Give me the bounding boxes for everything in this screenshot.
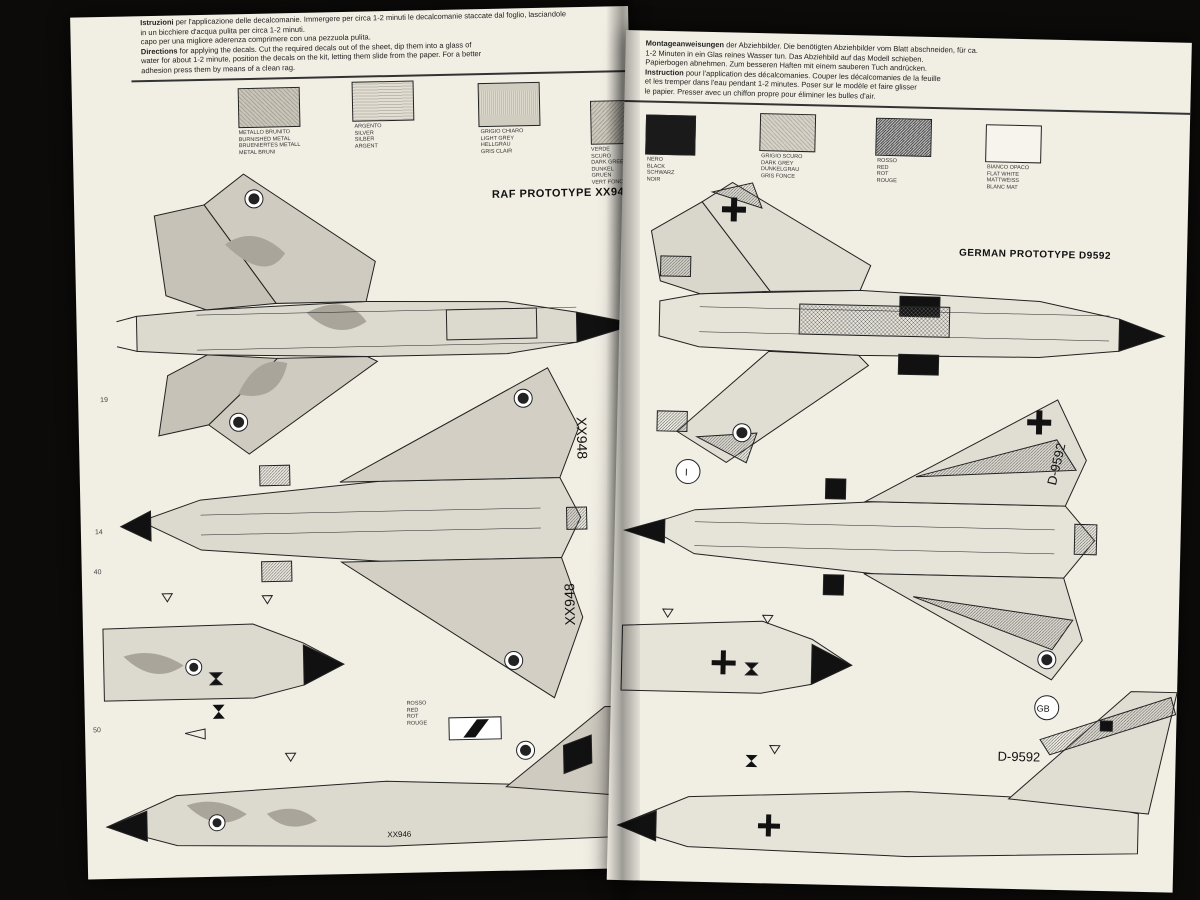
iron-cross-bottom (1027, 410, 1052, 435)
german-aircraft-drawings: I D-9592 (616, 181, 1178, 858)
pointer-triangle (284, 752, 297, 763)
right-page: Montageanweisungen der Abziehbilder. Die… (606, 30, 1192, 893)
serial-side: D-9592 (997, 749, 1040, 765)
pointer-triangle (768, 744, 781, 755)
arrow-decal (185, 728, 206, 740)
pointer-triangle (761, 614, 774, 625)
iron-cross-top (721, 197, 747, 222)
red-label-line: ROSSO (406, 700, 427, 707)
callout-circle-1 (675, 459, 701, 485)
raf-top-view (116, 173, 637, 455)
serial-top-wing: XX948 (574, 417, 591, 460)
left-page: Istruzioni per l'applicazione delle deca… (70, 6, 647, 880)
serial-bottom-wing: XX948 (561, 583, 578, 626)
german-side-view (616, 691, 1178, 858)
red-label-line: ROUGE (406, 719, 428, 727)
pointer-triangle (161, 593, 174, 603)
hourglass-mark (745, 754, 758, 762)
pointer-triangle (261, 595, 274, 605)
german-top-view (650, 181, 1166, 464)
hourglass-mark (745, 761, 758, 768)
callout-2: GB (1037, 703, 1050, 713)
raf-bottom-view (119, 367, 588, 699)
serial-side: XX946 (387, 830, 412, 840)
german-bottom-view (622, 399, 1098, 681)
german-front-fuselage-detail (620, 620, 853, 694)
hourglass-mark (212, 704, 225, 712)
red-decal-labels: ROSSO RED ROT ROUGE (407, 700, 428, 726)
raf-front-fuselage-detail (102, 623, 345, 702)
callout-1: I (685, 467, 688, 478)
raf-aircraft-drawings: XX948 XX948 XX946 (102, 173, 641, 847)
raf-side-view (105, 705, 641, 847)
callout-circle-2 (1034, 695, 1060, 721)
red-stripe-mark (463, 719, 489, 738)
hourglass-mark (212, 711, 225, 719)
pointer-triangle (661, 608, 674, 619)
